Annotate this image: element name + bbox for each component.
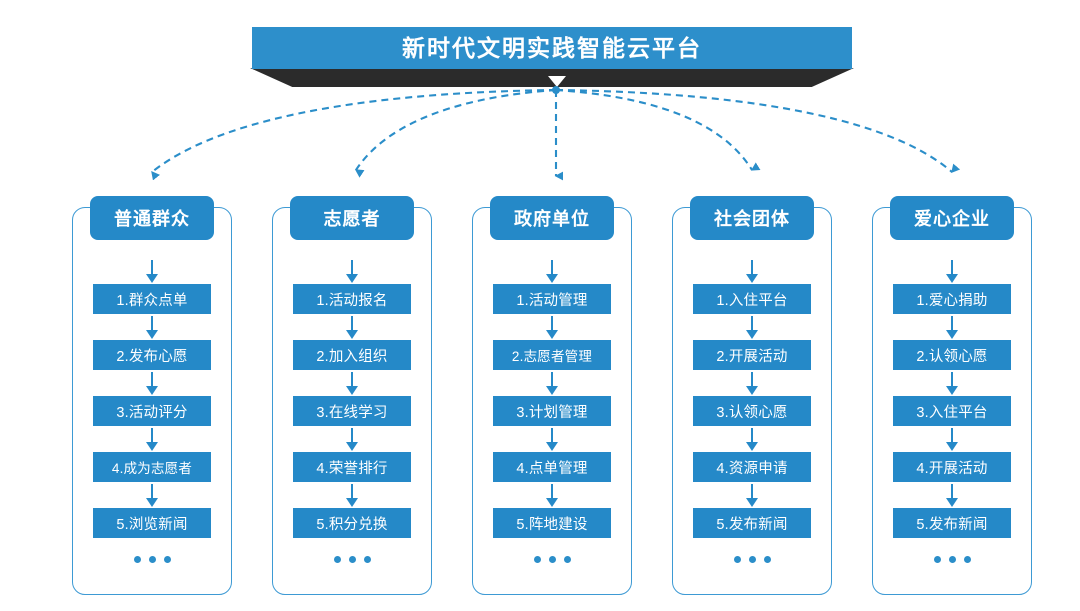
role-column-shehuituanti[interactable]: 社会团体 1.入住平台 2.开展活动 3.认领心愿 4.资源申请 5.发布新闻 xyxy=(672,196,832,595)
connector-origin-node xyxy=(552,86,560,94)
role-column-zhiyuanzhe[interactable]: 志愿者 1.活动报名 2.加入组织 3.在线学习 4.荣誉排行 5.积分兑换 xyxy=(272,196,432,595)
arrow-down-icon xyxy=(545,314,559,340)
list-item[interactable]: 4.资源申请 xyxy=(693,452,811,482)
column-body: 1.爱心捐助 2.认领心愿 3.入住平台 4.开展活动 5.发布新闻 xyxy=(873,260,1031,563)
ellipsis-dot xyxy=(963,556,971,563)
list-item[interactable]: 5.积分兑换 xyxy=(293,508,411,538)
banner-bar: 新时代文明实践智能云平台 xyxy=(252,27,852,69)
arrow-down-icon xyxy=(345,260,359,284)
ellipsis-dot xyxy=(548,556,556,563)
list-item[interactable]: 1.活动管理 xyxy=(493,284,611,314)
connector-to-column-1 xyxy=(151,88,557,181)
more-items-ellipsis[interactable] xyxy=(733,556,771,563)
arrow-down-icon xyxy=(745,482,759,508)
list-item[interactable]: 2.发布心愿 xyxy=(93,340,211,370)
page-title: 新时代文明实践智能云平台 xyxy=(402,34,702,61)
ellipsis-dot xyxy=(563,556,571,563)
arrow-down-icon xyxy=(145,314,159,340)
arrow-down-icon xyxy=(945,426,959,452)
arrow-down-icon xyxy=(945,260,959,284)
chevron-down-icon xyxy=(548,76,566,87)
list-item[interactable]: 2.认领心愿 xyxy=(893,340,1011,370)
list-item[interactable]: 3.认领心愿 xyxy=(693,396,811,426)
ellipsis-dot xyxy=(748,556,756,563)
list-item[interactable]: 1.爱心捐助 xyxy=(893,284,1011,314)
list-item[interactable]: 5.发布新闻 xyxy=(693,508,811,538)
more-items-ellipsis[interactable] xyxy=(333,556,371,563)
ellipsis-dot xyxy=(133,556,141,563)
connector-to-column-2 xyxy=(354,88,557,178)
list-item[interactable]: 2.志愿者管理 xyxy=(493,340,611,370)
ellipsis-dot xyxy=(348,556,356,563)
arrow-down-icon xyxy=(345,426,359,452)
arrow-down-icon xyxy=(545,260,559,284)
more-items-ellipsis[interactable] xyxy=(933,556,971,563)
column-header[interactable]: 志愿者 xyxy=(290,196,414,240)
column-header[interactable]: 爱心企业 xyxy=(890,196,1014,240)
column-header[interactable]: 社会团体 xyxy=(690,196,814,240)
list-item[interactable]: 4.点单管理 xyxy=(493,452,611,482)
arrow-down-icon xyxy=(545,482,559,508)
arrow-down-icon xyxy=(145,260,159,284)
ellipsis-dot xyxy=(948,556,956,563)
role-column-zhengfudanwei[interactable]: 政府单位 1.活动管理 2.志愿者管理 3.计划管理 4.点单管理 5.阵地建设 xyxy=(472,196,632,595)
more-items-ellipsis[interactable] xyxy=(533,556,571,563)
arrow-down-icon xyxy=(345,370,359,396)
arrow-down-icon xyxy=(545,370,559,396)
arrow-down-icon xyxy=(145,482,159,508)
arrow-down-icon xyxy=(545,426,559,452)
arrow-down-icon xyxy=(145,426,159,452)
column-body: 1.活动管理 2.志愿者管理 3.计划管理 4.点单管理 5.阵地建设 xyxy=(473,260,631,563)
list-item[interactable]: 3.入住平台 xyxy=(893,396,1011,426)
arrow-down-icon xyxy=(345,482,359,508)
arrow-down-icon xyxy=(745,426,759,452)
list-item[interactable]: 4.开展活动 xyxy=(893,452,1011,482)
platform-title-banner: 新时代文明实践智能云平台 xyxy=(250,27,854,87)
arrow-down-icon xyxy=(945,370,959,396)
ellipsis-dot xyxy=(533,556,541,563)
list-item[interactable]: 3.活动评分 xyxy=(93,396,211,426)
ellipsis-dot xyxy=(933,556,941,563)
list-item[interactable]: 1.群众点单 xyxy=(93,284,211,314)
column-header[interactable]: 普通群众 xyxy=(90,196,214,240)
ellipsis-dot xyxy=(763,556,771,563)
list-item[interactable]: 3.计划管理 xyxy=(493,396,611,426)
list-item[interactable]: 1.活动报名 xyxy=(293,284,411,314)
arrow-down-icon xyxy=(945,314,959,340)
role-column-putongqunzhong[interactable]: 普通群众 1.群众点单 2.发布心愿 3.活动评分 4.成为志愿者 5.浏览新闻 xyxy=(72,196,232,595)
arrow-down-icon xyxy=(145,370,159,396)
column-body: 1.活动报名 2.加入组织 3.在线学习 4.荣誉排行 5.积分兑换 xyxy=(273,260,431,563)
list-item[interactable]: 4.荣誉排行 xyxy=(293,452,411,482)
arrow-down-icon xyxy=(745,370,759,396)
arrow-down-icon xyxy=(745,260,759,284)
ellipsis-dot xyxy=(733,556,741,563)
more-items-ellipsis[interactable] xyxy=(133,556,171,563)
connector-to-column-5 xyxy=(555,88,961,173)
role-column-aixinqiye[interactable]: 爱心企业 1.爱心捐助 2.认领心愿 3.入住平台 4.开展活动 5.发布新闻 xyxy=(872,196,1032,595)
ellipsis-dot xyxy=(163,556,171,563)
list-item[interactable]: 5.发布新闻 xyxy=(893,508,1011,538)
list-item[interactable]: 1.入住平台 xyxy=(693,284,811,314)
column-body: 1.入住平台 2.开展活动 3.认领心愿 4.资源申请 5.发布新闻 xyxy=(673,260,831,563)
column-body: 1.群众点单 2.发布心愿 3.活动评分 4.成为志愿者 5.浏览新闻 xyxy=(73,260,231,563)
list-item[interactable]: 4.成为志愿者 xyxy=(93,452,211,482)
list-item[interactable]: 5.阵地建设 xyxy=(493,508,611,538)
ellipsis-dot xyxy=(333,556,341,563)
arrow-down-icon xyxy=(345,314,359,340)
list-item[interactable]: 2.开展活动 xyxy=(693,340,811,370)
connector-to-column-4 xyxy=(555,88,761,171)
list-item[interactable]: 5.浏览新闻 xyxy=(93,508,211,538)
list-item[interactable]: 3.在线学习 xyxy=(293,396,411,426)
arrow-down-icon xyxy=(945,482,959,508)
column-header[interactable]: 政府单位 xyxy=(490,196,614,240)
list-item[interactable]: 2.加入组织 xyxy=(293,340,411,370)
ellipsis-dot xyxy=(363,556,371,563)
ellipsis-dot xyxy=(148,556,156,563)
arrow-down-icon xyxy=(745,314,759,340)
